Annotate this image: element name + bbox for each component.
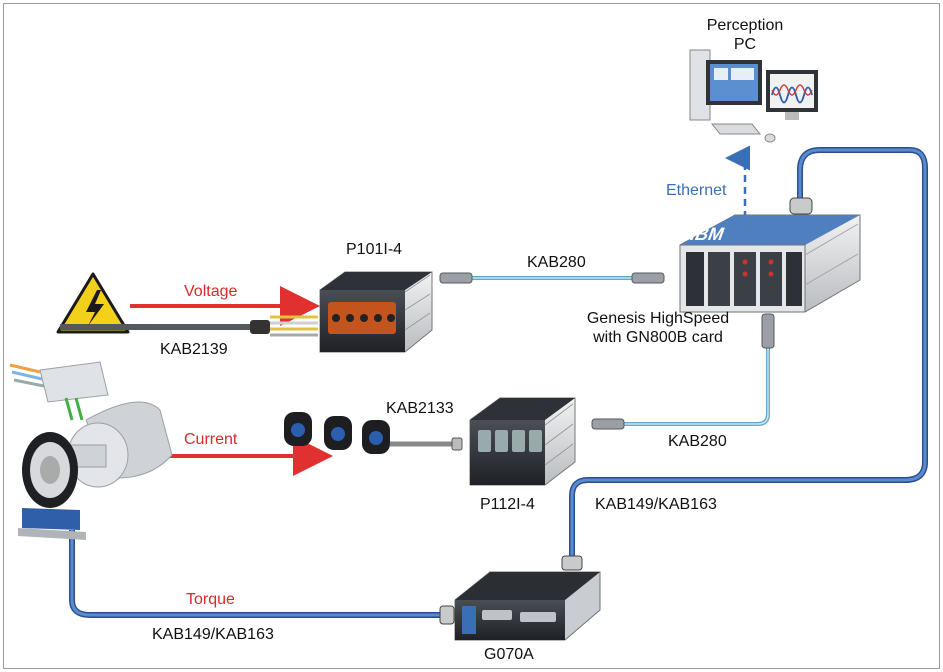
kab149-right-label: KAB149/KAB163 [595, 496, 717, 513]
genesis-label-line2: with GN800B card [593, 329, 723, 346]
current-sensors [284, 412, 463, 454]
genesis-mainframe: HBM [679, 197, 861, 313]
kab149-bottom-label: KAB149/KAB163 [152, 626, 274, 643]
svg-text:HBM: HBM [679, 224, 727, 244]
g070a-label: G070A [484, 646, 534, 663]
kab2133-label: KAB2133 [386, 400, 454, 417]
genesis-to-g070-cable [569, 147, 928, 560]
fiber-cable-top [439, 272, 665, 284]
p112-label: P112I-4 [480, 496, 535, 513]
diagram-border [3, 3, 940, 669]
genesis-label-line1: Genesis HighSpeed [586, 310, 730, 327]
perception-pc-label: Perception PC [690, 16, 800, 54]
p112-module [469, 397, 576, 486]
fiber-cable-bottom [591, 313, 775, 430]
high-voltage-warning-icon [56, 272, 130, 334]
motor-torque-assembly [9, 361, 173, 540]
p101-label: P101I-4 [346, 241, 403, 258]
perception-pc-label-line2: PC [733, 36, 757, 53]
g070a-device [439, 555, 601, 641]
torque-label: Torque [186, 591, 235, 608]
p101-module [319, 271, 433, 353]
voltage-cable [60, 315, 318, 337]
kab280-bottom-label: KAB280 [668, 433, 727, 450]
perception-pc-label-line1: Perception [706, 17, 784, 34]
perception-pc [689, 49, 818, 143]
kab2139-label: KAB2139 [160, 341, 228, 358]
torque-cable [69, 530, 445, 618]
ethernet-label: Ethernet [666, 182, 727, 199]
kab280-top-label: KAB280 [527, 254, 586, 271]
voltage-label: Voltage [184, 283, 238, 300]
current-label: Current [184, 431, 238, 448]
genesis-label: Genesis HighSpeed with GN800B card [568, 309, 748, 347]
